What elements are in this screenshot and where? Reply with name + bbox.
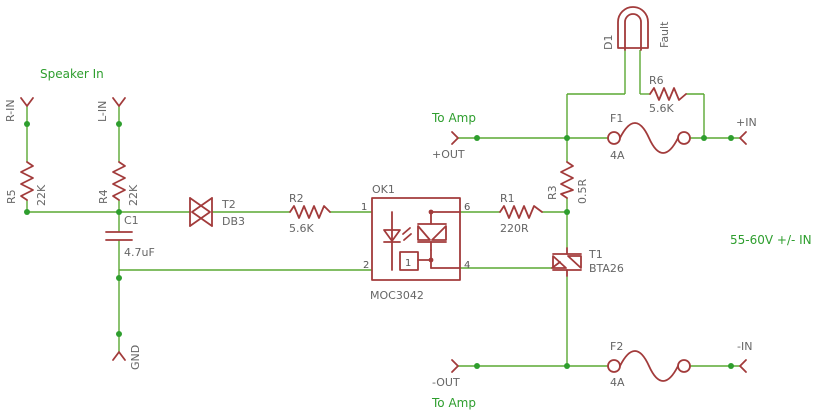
ok1-pin6: 6 — [464, 202, 470, 213]
t1-value: BTA26 — [589, 262, 624, 275]
f2-name: F2 — [610, 340, 623, 353]
speaker-in-label: Speaker In — [40, 67, 104, 81]
plus-in-connector — [739, 131, 747, 145]
ok1-pin2: 2 — [363, 260, 369, 271]
ok1-optocoupler — [371, 197, 461, 281]
r5-name: R5 — [5, 189, 18, 204]
ok1-pin1: 1 — [361, 202, 367, 213]
minus-out-connector — [451, 359, 459, 373]
r5-resistor — [20, 161, 34, 201]
t2-name: T2 — [221, 198, 236, 211]
r2-resistor — [289, 205, 331, 219]
minus-out-label: -OUT — [432, 376, 460, 389]
t1-triac — [551, 247, 582, 277]
d1-name: D1 — [602, 35, 615, 50]
r3-name: R3 — [546, 185, 559, 200]
r6-value: 5.6K — [649, 102, 674, 115]
r1-resistor — [499, 205, 543, 219]
to-amp-top-label: To Amp — [431, 111, 476, 125]
d1-led — [617, 6, 649, 51]
plus-in-label: +IN — [736, 116, 757, 129]
ok1-value: MOC3042 — [370, 289, 424, 302]
t2-value: DB3 — [222, 215, 245, 228]
t2-diac — [189, 197, 213, 227]
f1-name: F1 — [610, 112, 623, 125]
r6-name: R6 — [649, 74, 664, 87]
r-in-connector — [20, 97, 34, 107]
l-in-connector — [112, 97, 126, 107]
ok1-zero-cross: 1 — [405, 258, 411, 269]
ok1-pin4: 4 — [464, 260, 470, 271]
d1-value: Fault — [658, 21, 671, 48]
r4-resistor — [112, 161, 126, 201]
l-in-label: L-IN — [96, 101, 109, 122]
plus-out-label: +OUT — [432, 148, 465, 161]
r2-value: 5.6K — [289, 222, 314, 235]
ok1-name: OK1 — [372, 183, 395, 196]
c1-name: C1 — [124, 214, 139, 227]
c1-capacitor — [105, 231, 133, 241]
wires — [26, 50, 740, 367]
r-in-label: R-IN — [4, 99, 17, 122]
f2-fuse — [607, 350, 691, 382]
to-amp-bottom-label: To Amp — [431, 396, 476, 410]
c1-value: 4.7uF — [124, 246, 155, 259]
r5-value: 22K — [35, 184, 48, 206]
plus-out-connector — [451, 131, 459, 145]
r1-value: 220R — [500, 222, 529, 235]
t1-name: T1 — [588, 248, 603, 261]
minus-in-connector — [739, 359, 747, 373]
supply-label: 55-60V +/- IN — [730, 233, 812, 247]
f1-value: 4A — [610, 149, 625, 162]
f1-fuse — [607, 122, 691, 154]
r4-name: R4 — [97, 189, 110, 204]
gnd-label: GND — [129, 345, 142, 370]
f2-value: 4A — [610, 376, 625, 389]
r4-value: 22K — [127, 184, 140, 206]
r2-name: R2 — [289, 192, 304, 205]
gnd-connector — [112, 351, 126, 361]
r1-name: R1 — [500, 192, 515, 205]
r3-value: 0.5R — [576, 179, 589, 204]
r3-resistor — [560, 161, 574, 199]
junctions — [24, 121, 734, 369]
r6-resistor — [649, 87, 687, 101]
minus-in-label: -IN — [737, 340, 752, 353]
